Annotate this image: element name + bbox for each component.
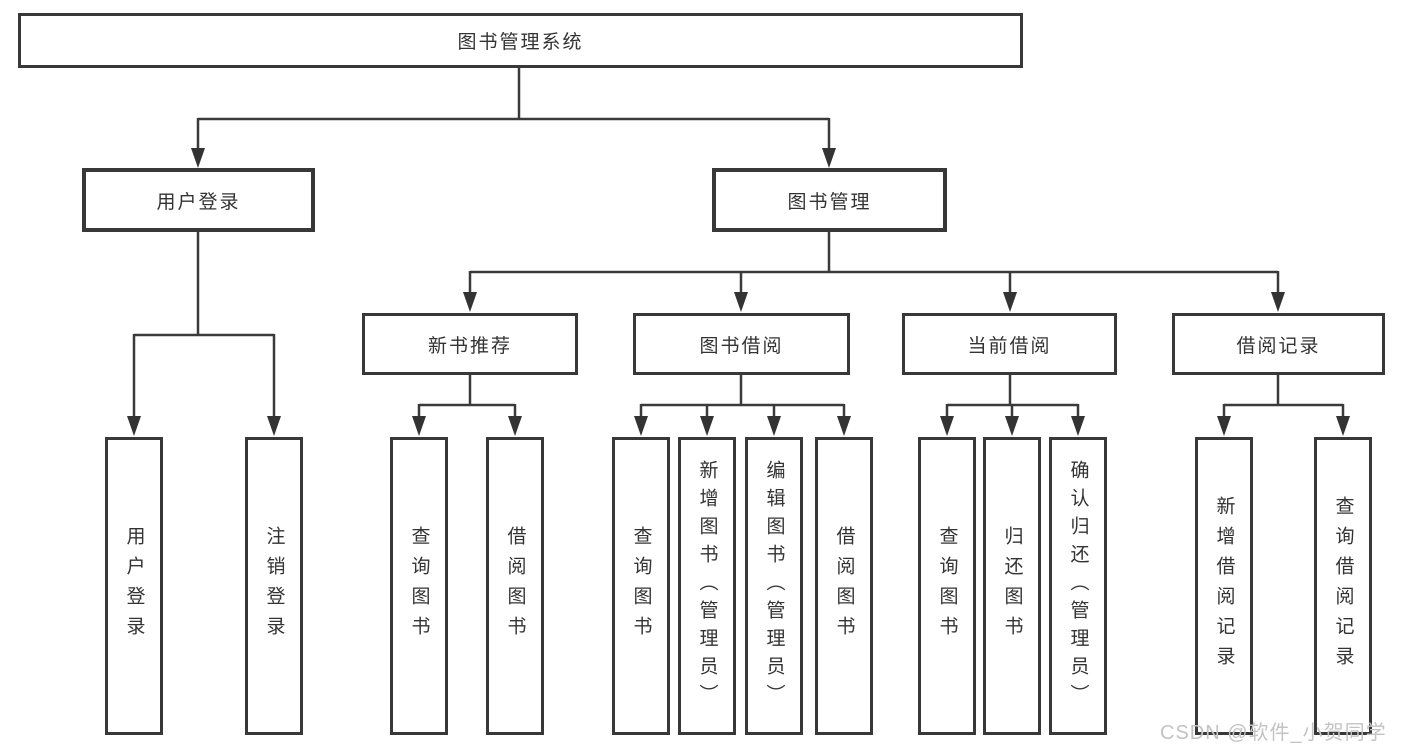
node-book-management: 图书管理 [712,168,947,232]
node-label: 用户登录 [123,526,145,646]
leaf-borrow-books-recommend: 借阅图书 [486,437,544,735]
leaf-confirm-return-admin: 确认归还（管理员） [1049,437,1107,735]
leaf-user-login: 用户登录 [105,437,163,735]
node-label: 查询图书 [408,526,430,646]
node-label: 用户登录 [156,191,241,213]
node-book-borrow: 图书借阅 [633,313,850,375]
node-label: 新增借阅记录 [1213,496,1235,676]
leaf-edit-books-admin: 编辑图书（管理员） [745,437,803,735]
node-label: 查询借阅记录 [1332,496,1354,676]
node-label: 归还图书 [1001,526,1023,646]
node-label: 新增图书（管理员） [696,460,718,712]
node-new-book-recommend: 新书推荐 [362,313,578,375]
node-user-login: 用户登录 [82,168,315,232]
node-label: 图书借阅 [699,335,784,357]
leaf-query-books-current: 查询图书 [918,437,976,735]
leaf-borrow-books: 借阅图书 [815,437,873,735]
leaf-logout: 注销登录 [245,437,303,735]
node-label: 图书管理系统 [457,32,584,53]
node-label: 查询图书 [630,526,652,646]
leaf-query-books-borrow: 查询图书 [612,437,670,735]
node-label: 新书推荐 [427,335,512,357]
node-label: 确认归还（管理员） [1067,460,1089,712]
leaf-return-books: 归还图书 [983,437,1041,735]
leaf-add-books-admin: 新增图书（管理员） [678,437,736,735]
node-current-borrow: 当前借阅 [902,313,1117,375]
node-label: 借阅记录 [1236,335,1321,357]
node-label: 图书管理 [787,191,872,213]
leaf-query-borrow-record: 查询借阅记录 [1314,437,1372,735]
node-label: 注销登录 [263,526,285,646]
node-system-root: 图书管理系统 [18,13,1023,68]
node-label: 借阅图书 [833,526,855,646]
node-label: 当前借阅 [967,335,1052,357]
node-borrow-records: 借阅记录 [1172,313,1385,375]
node-label: 借阅图书 [504,526,526,646]
leaf-add-borrow-record: 新增借阅记录 [1195,437,1253,735]
node-label: 查询图书 [936,526,958,646]
csdn-watermark: CSDN @软件_小贺同学 [1160,722,1387,744]
leaf-query-books-recommend: 查询图书 [390,437,448,735]
node-label: 编辑图书（管理员） [763,460,785,712]
